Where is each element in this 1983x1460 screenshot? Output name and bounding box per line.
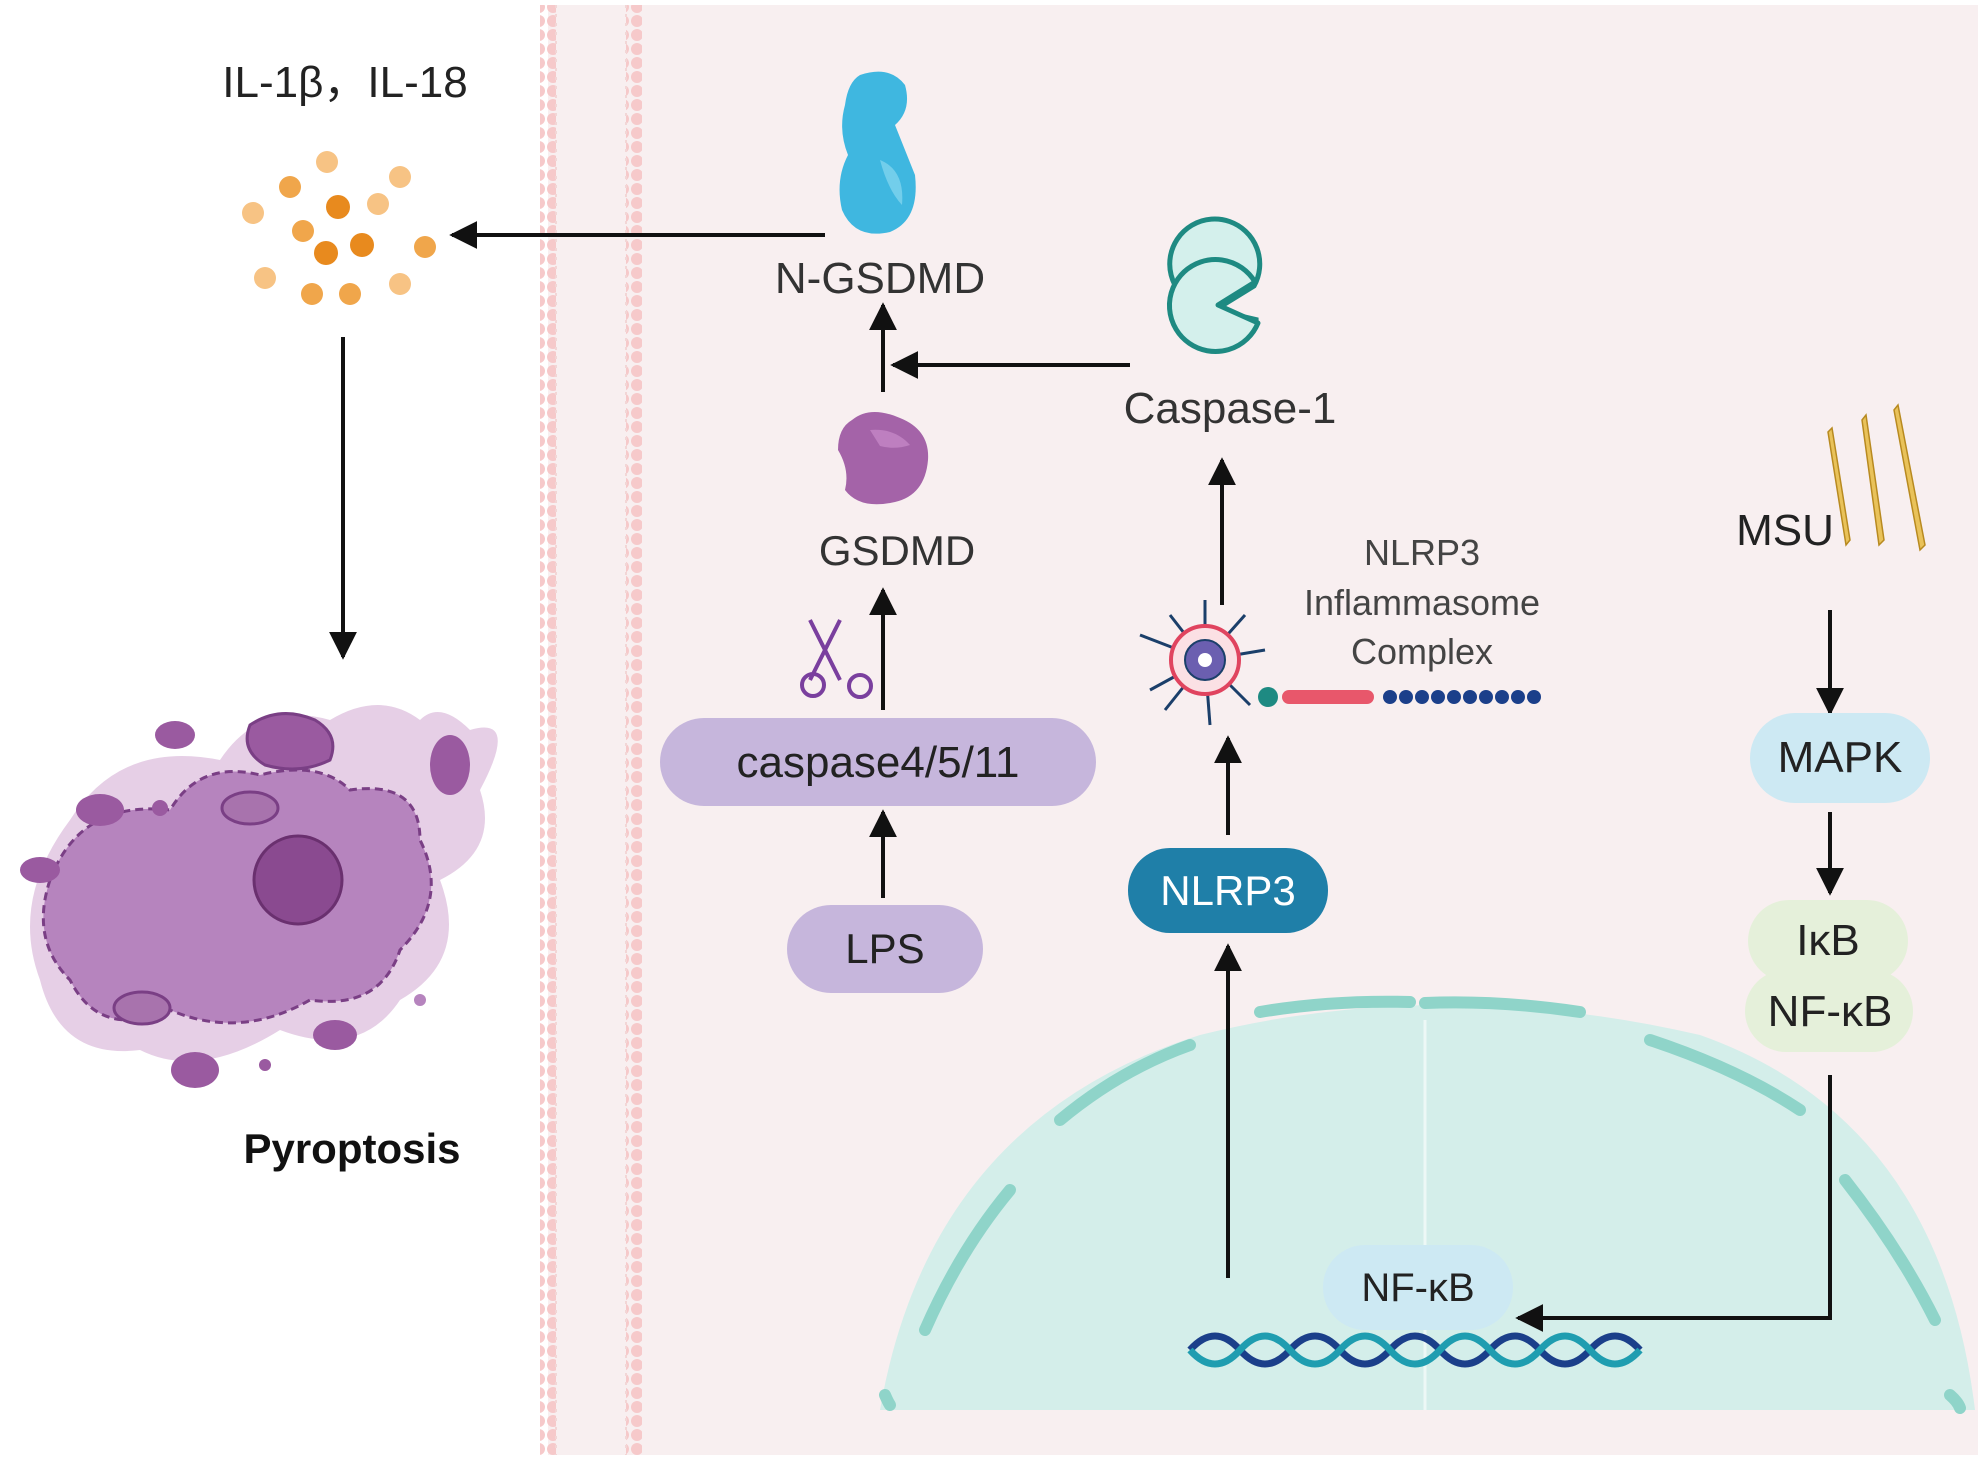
caspase-4-5-11-node: caspase4/5/11 bbox=[660, 718, 1096, 806]
pyroptosis-label: Pyroptosis bbox=[243, 1125, 460, 1172]
gsdmd-protein-icon bbox=[838, 411, 929, 505]
msu-label: MSU bbox=[1736, 506, 1834, 555]
cell-membrane bbox=[540, 5, 642, 1455]
caspase1-pacman-icon bbox=[1167, 216, 1263, 354]
nucleus bbox=[879, 995, 1975, 1414]
caspase1-label: Caspase-1 bbox=[1124, 384, 1337, 433]
mapk-label: MAPK bbox=[1778, 733, 1903, 782]
nfkb-nucleus-label: NF-κB bbox=[1361, 1266, 1474, 1310]
lps-node: LPS bbox=[787, 905, 983, 993]
inflammasome-complex-icon bbox=[1139, 600, 1541, 726]
pyroptotic-cell-icon bbox=[20, 705, 498, 1088]
n-gsdmd-label: N-GSDMD bbox=[775, 254, 985, 303]
nlrp3-node: NLRP3 bbox=[1128, 848, 1328, 933]
cytokine-particles-icon bbox=[242, 151, 436, 305]
nlrp3-label: NLRP3 bbox=[1160, 867, 1295, 914]
inflammasome-label-line2: Inflammasome bbox=[1304, 582, 1540, 623]
ikb-label: IκB bbox=[1796, 916, 1860, 965]
arrow-nfkb-to-nucleus bbox=[1515, 1075, 1832, 1332]
caspase-4-5-11-label: caspase4/5/11 bbox=[737, 738, 1020, 787]
nfkb-nucleus-node: NF-κB bbox=[1323, 1245, 1513, 1330]
ikb-nfkb-complex: IκB NF-κB bbox=[1745, 900, 1913, 1052]
scissors-icon bbox=[800, 619, 873, 699]
msu-crystals-icon bbox=[1827, 403, 1926, 552]
dna-helix-icon bbox=[1187, 1332, 1643, 1368]
mapk-node: MAPK bbox=[1750, 713, 1930, 803]
gsdmd-label: GSDMD bbox=[819, 527, 975, 574]
inflammasome-label-line1: NLRP3 bbox=[1364, 532, 1480, 573]
n-gsdmd-protein-icon bbox=[839, 71, 916, 234]
lps-label: LPS bbox=[845, 925, 924, 972]
nfkb-cyto-label: NF-κB bbox=[1768, 987, 1893, 1036]
inflammasome-label-line3: Complex bbox=[1351, 631, 1493, 672]
cytokines-label: IL-1β，IL-18 bbox=[222, 58, 467, 107]
